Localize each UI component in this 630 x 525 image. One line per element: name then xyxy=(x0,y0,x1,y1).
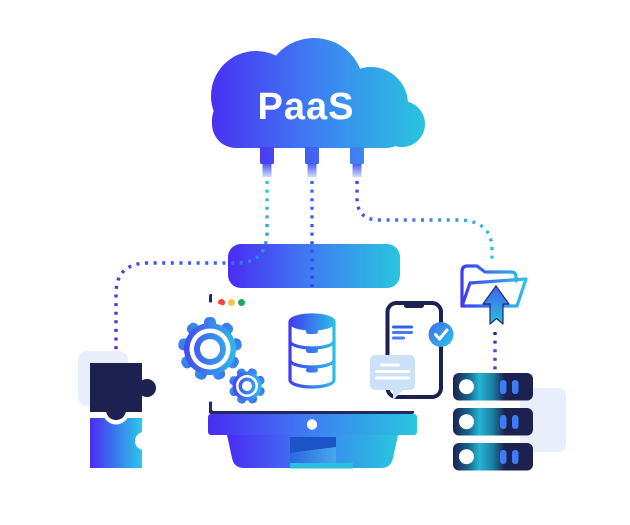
check-badge-icon xyxy=(428,322,454,347)
gears-icon xyxy=(155,302,271,410)
puzzle-pieces-icon xyxy=(78,351,156,468)
folder-upload-icon xyxy=(460,264,528,325)
chat-bubble-icon xyxy=(370,355,415,400)
server-stack-icon xyxy=(453,373,566,471)
plug-connector-icon xyxy=(260,147,274,177)
dotted-connection-lines xyxy=(114,181,497,372)
traffic-light-yellow xyxy=(228,299,235,306)
phone-notch xyxy=(404,303,424,308)
database-icon xyxy=(288,313,336,389)
cloud-label: PaaS xyxy=(258,86,355,128)
plug-connector-icon xyxy=(305,147,319,177)
platform-block xyxy=(228,244,400,288)
monitor-camera-dot xyxy=(306,419,318,430)
server-unit xyxy=(453,408,533,436)
plug-connector-icons xyxy=(260,147,364,177)
traffic-light-green xyxy=(238,299,245,306)
plug-connector-icon xyxy=(350,147,364,177)
upload-arrow-icon xyxy=(482,285,510,325)
monitor-stand xyxy=(208,414,417,469)
dotted-line-right xyxy=(355,181,494,263)
server-unit xyxy=(453,373,533,401)
cloud-icon: PaaS xyxy=(211,38,425,148)
server-unit xyxy=(453,443,533,471)
